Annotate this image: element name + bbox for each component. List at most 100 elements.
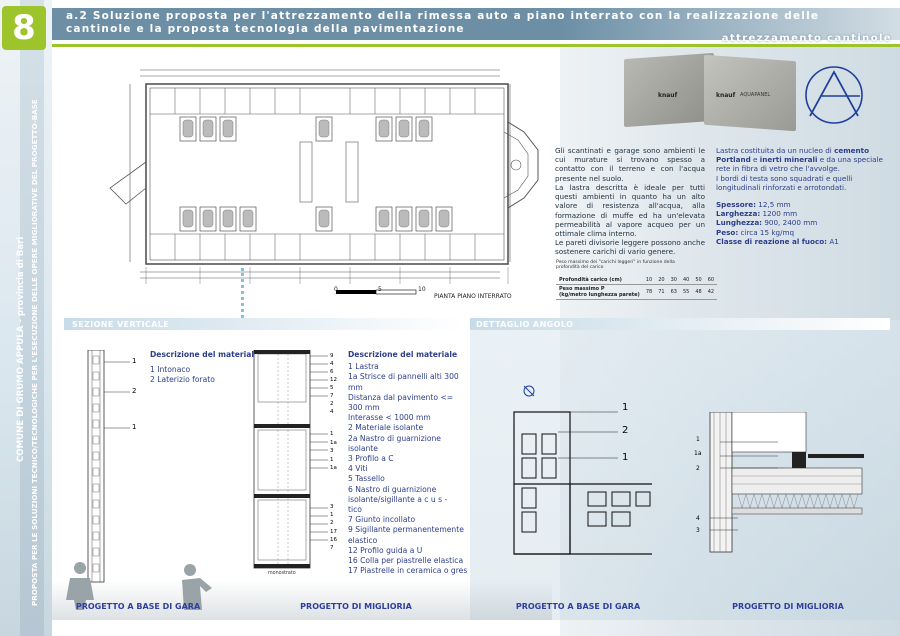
load-table-caption: Peso massimo dei "carichi leggeri" in fu… <box>556 260 704 270</box>
callout-number: 12 <box>330 377 337 383</box>
improved-corner-detail <box>709 412 864 553</box>
product-desc-part-3: e da una speciale rete in fibra di vetro… <box>716 155 883 174</box>
callout-number: 1 <box>330 512 334 519</box>
table-cell: 20 <box>655 276 668 285</box>
base-section-number: 1 <box>132 423 137 431</box>
spec-value: A1 <box>829 236 839 246</box>
improved-detail-number: 3 <box>696 527 700 534</box>
callout-number: 7 <box>330 545 334 552</box>
bottom-brick-band <box>52 580 552 620</box>
floor-plan <box>109 69 539 284</box>
callout-number: 16 <box>330 536 337 543</box>
callout-number: 1a <box>330 465 337 471</box>
table-row: Profondità carico (cm) 10 20 30 40 50 60 <box>556 276 718 285</box>
table-cell: Peso massimo P(kg/metro lunghezza parete… <box>556 284 643 300</box>
improved-desc-item: Distanza dal pavimento <= <box>348 392 454 402</box>
product-brand-1: knauf <box>658 92 678 99</box>
table-cell: Profondità carico (cm) <box>556 276 643 285</box>
callout-number: 5 <box>330 385 334 391</box>
improved-desc-item: isolante/sigillante a c u s - <box>348 494 448 504</box>
spec-value: 1200 mm <box>762 209 798 219</box>
improved-detail-number: 2 <box>696 465 700 472</box>
callout-number: 2 <box>330 401 334 407</box>
improved-section-numbers-top: 9 4 6 12 5 7 2 4 <box>330 352 337 416</box>
callout-number: 9 <box>330 353 334 359</box>
load-table-caption-line-2: profondità del carico <box>556 265 604 270</box>
improved-desc-item: tico <box>348 505 362 515</box>
callout-number: 4 <box>330 409 334 415</box>
spec-item: Spessore: 12,5 mm <box>716 200 891 209</box>
spec-item: Lunghezza: 900, 2400 mm <box>716 218 891 227</box>
base-detail-number: 1 <box>622 402 629 413</box>
improved-desc-item: 5 Tassello <box>348 474 385 484</box>
sidebar <box>0 0 52 636</box>
page-number-badge <box>2 6 46 50</box>
table-cell: 78 <box>642 284 656 300</box>
page-number: 8 <box>12 8 36 48</box>
worker-silhouette-icon <box>182 564 212 610</box>
plan-scale-bar <box>336 289 417 295</box>
improved-desc-title: Descrizione del materiale <box>348 350 458 359</box>
scale-label-5: 5 <box>378 286 382 293</box>
improved-vertical-section <box>253 350 328 569</box>
improved-detail-number: 4 <box>696 515 700 522</box>
row-label: Peso massimo P <box>559 286 605 292</box>
base-desc-item: 1 Intonaco <box>150 365 191 375</box>
improved-detail-number: 1 <box>696 436 700 443</box>
callout-number: 1 <box>330 431 334 437</box>
footer-label-improved-2: PROGETTO DI MIGLIORIA <box>732 602 844 611</box>
improved-desc-item: 2a Nastro di guarnizione isolante <box>348 433 441 453</box>
callout-number: 2 <box>330 520 334 527</box>
sidebar-project-title: PROPOSTA PER LE SOLUZIONI TECNICO/TECNOL… <box>30 99 39 606</box>
scale-label-0: 0 <box>334 286 338 293</box>
callout-number: 3 <box>330 448 334 454</box>
table-cell: 60 <box>704 276 718 285</box>
callout-number: 3 <box>330 504 334 510</box>
intro-paragraph-1: Gli scantinati e garage sono ambienti le… <box>555 146 705 183</box>
base-section-number: 1 <box>132 357 137 365</box>
base-desc-item: 2 Laterizio forato <box>150 375 215 385</box>
improved-desc-item: 6 Nastro di guarnizione <box>348 484 437 494</box>
base-corner-detail <box>513 411 652 555</box>
callout-number: 6 <box>330 369 334 375</box>
spec-label: Larghezza: <box>716 209 761 219</box>
product-specs: Spessore: 12,5 mm Larghezza: 1200 mm Lun… <box>716 200 891 246</box>
table-cell: 71 <box>655 284 668 300</box>
improved-desc-item: 16 Colla per piastrelle elastica <box>348 556 464 566</box>
product-board-label: AQUAPANEL <box>740 92 771 98</box>
spec-label: Lunghezza: <box>716 218 763 228</box>
footer-label-base-2: PROGETTO A BASE DI GARA <box>515 602 641 611</box>
improved-desc-item: 1 Lastra <box>348 362 379 372</box>
table-cell: 10 <box>642 276 656 285</box>
spec-value: 12,5 mm <box>758 200 791 209</box>
product-description: Lastra costituita da un nucleo di cement… <box>716 146 891 192</box>
spec-value: circa 15 kg/mq <box>740 227 795 237</box>
callout-number: 4 <box>330 361 334 367</box>
table-cell: 63 <box>667 284 680 300</box>
table-cell: 50 <box>692 276 705 285</box>
dotted-leader-line <box>241 268 244 318</box>
improved-material-description: Descrizione del materiale 1 Lastra 1a St… <box>348 350 472 576</box>
table-cell: 42 <box>704 284 718 300</box>
sidebar-strip <box>20 0 44 636</box>
company-logo-icon <box>805 66 863 124</box>
base-detail-number: 1 <box>622 452 629 463</box>
base-vertical-section <box>87 350 130 583</box>
spec-label: Classe di reazione al fuoco: <box>716 236 828 246</box>
product-desc-bold-1: cemento Portland <box>716 146 870 165</box>
product-desc-line-2: I bordi di testa sono squadrati e quelli… <box>716 173 853 192</box>
table-cell: 48 <box>692 284 705 300</box>
footer-label-base-1: PROGETTO A BASE DI GARA <box>75 602 201 611</box>
north-arrow-icon <box>523 385 535 397</box>
section-bar-left <box>64 318 464 330</box>
load-table-caption-line-1: Peso massimo dei "carichi leggeri" in fu… <box>556 260 675 265</box>
improved-desc-item: 17 Piastrelle in ceramica o gres <box>348 566 468 576</box>
table-cell: 40 <box>679 276 693 285</box>
header-band <box>52 8 900 40</box>
improved-desc-item: elastico <box>348 535 378 545</box>
improved-desc-item: 7 Giunto incollato <box>348 515 416 525</box>
page-subtitle: attrezzamento cantinole <box>721 33 892 44</box>
improved-desc-item: Interasse < 1000 mm <box>348 413 431 423</box>
plan-caption: PIANTA PIANO INTERRATO <box>434 293 512 300</box>
callout-number: 1a <box>330 439 337 446</box>
